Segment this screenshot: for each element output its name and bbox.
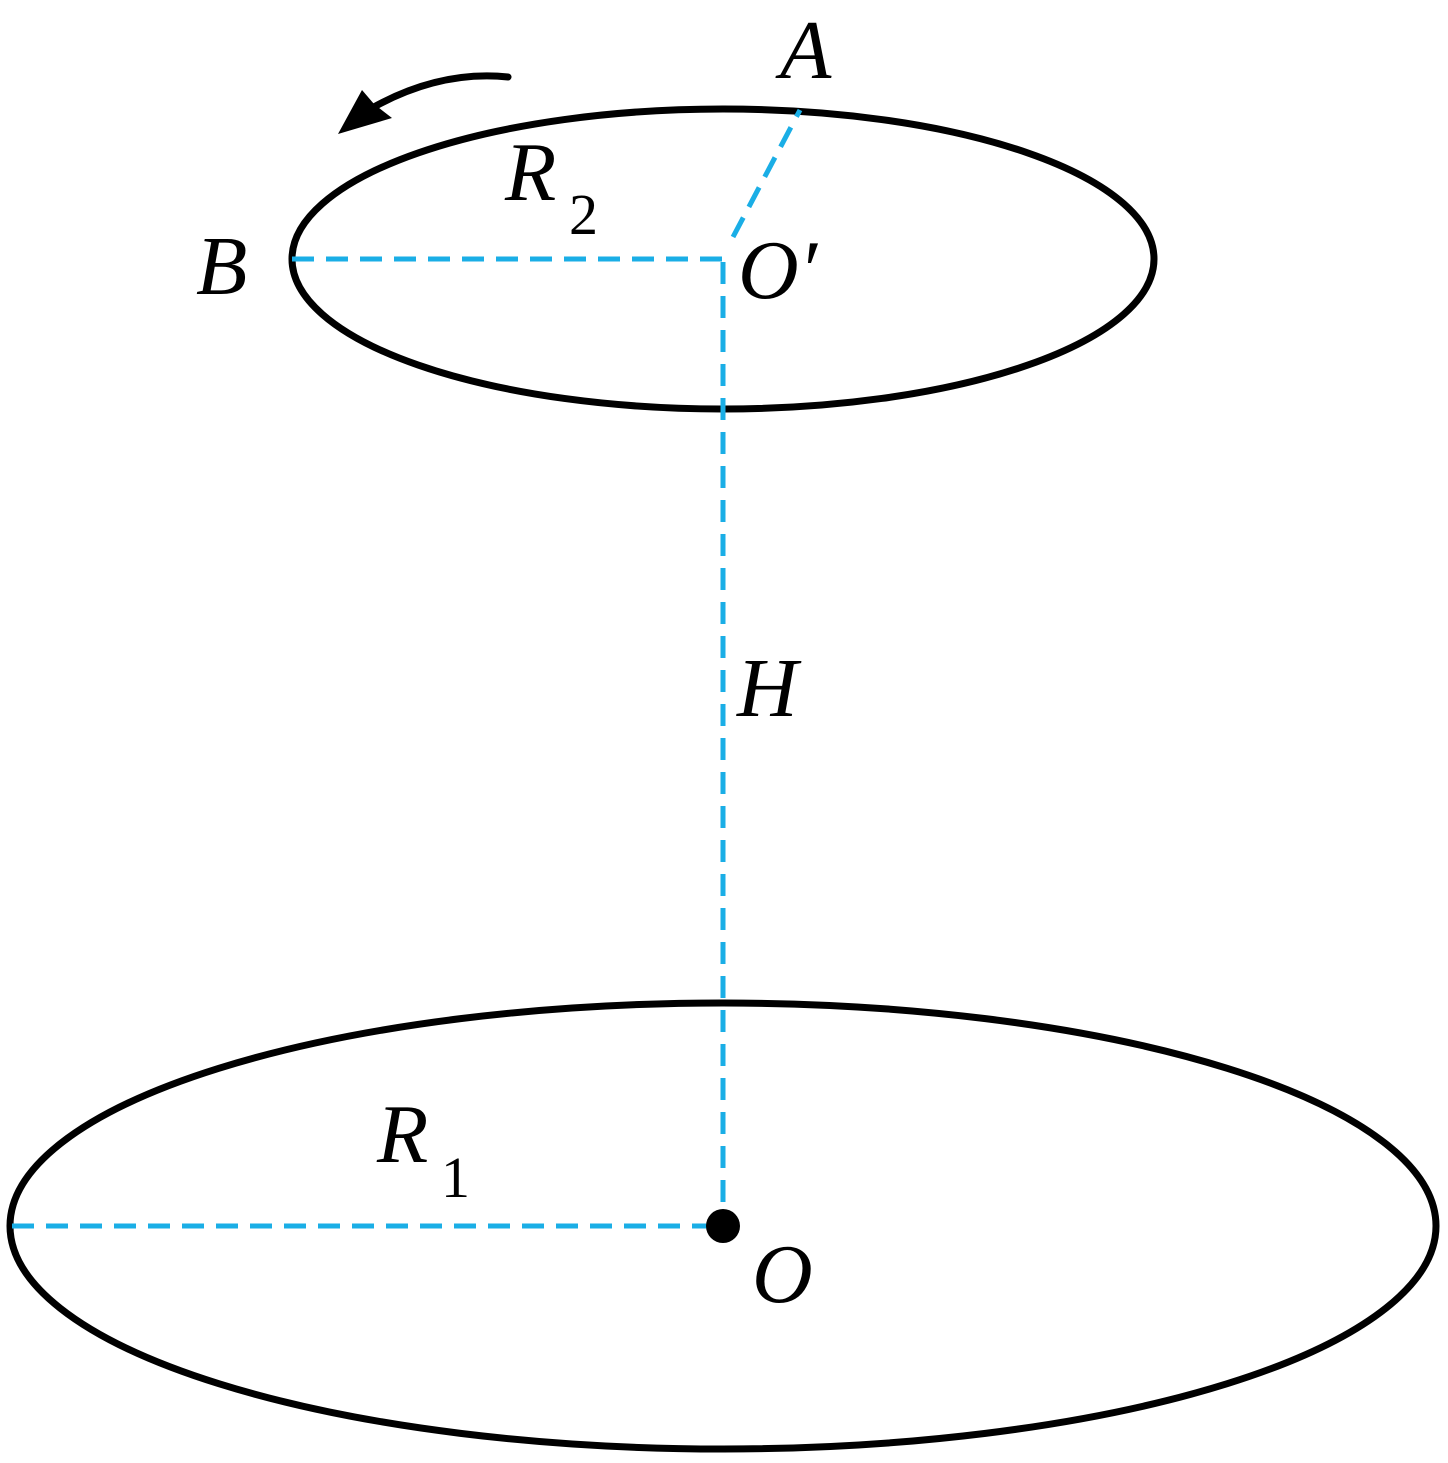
center-point-o [706,1209,740,1243]
label-center-top: O′ [738,224,819,317]
label-point-a: A [775,4,832,97]
label-radius-bottom: R 1 [376,1088,470,1210]
label-point-b: B [196,220,247,313]
label-radius-top-letter: R [504,126,556,219]
label-height: H [736,642,802,735]
label-radius-top-subscript: 2 [569,182,598,247]
label-radius-bottom-subscript: 1 [441,1145,470,1210]
top-radius-to-a-line [730,108,803,239]
bottom-ring [6,999,1440,1453]
curved-arrow-counterclockwise-icon [338,72,512,134]
label-center-bottom: O [752,1228,813,1321]
label-radius-bottom-letter: R [376,1088,428,1181]
label-radius-top: R 2 [504,126,598,247]
